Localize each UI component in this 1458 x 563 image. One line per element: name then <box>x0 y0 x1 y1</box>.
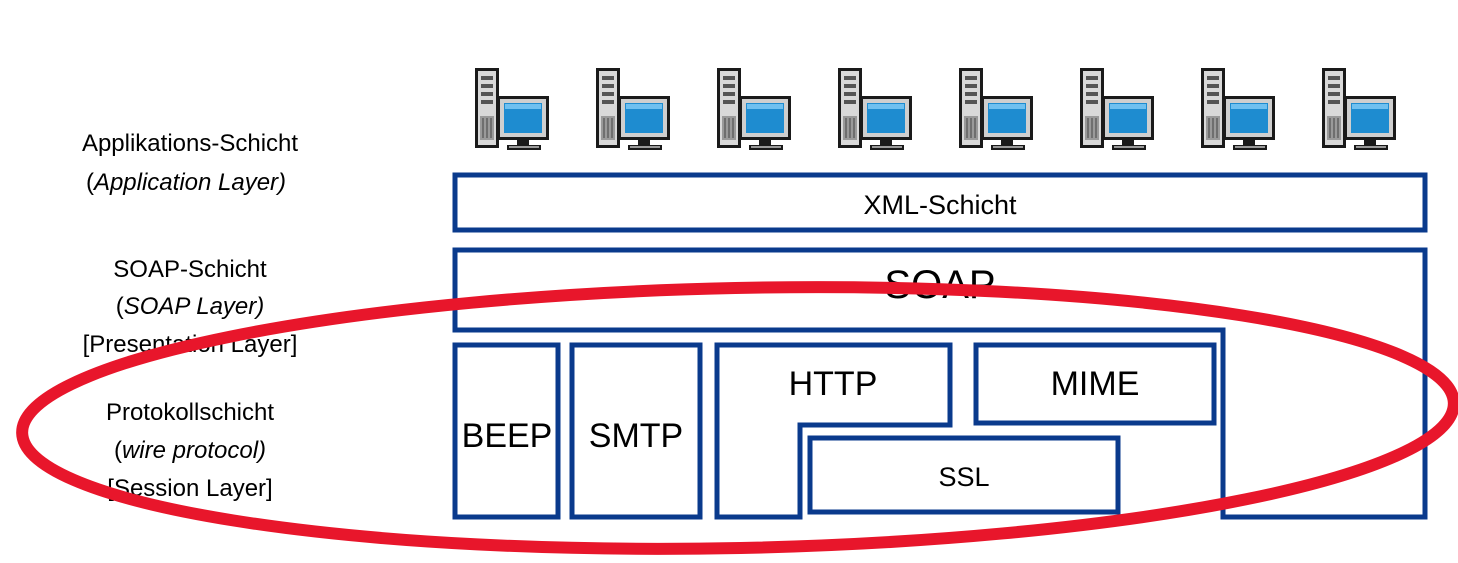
xml-layer-box <box>452 172 1428 233</box>
label-protocol-layer: Protokollschicht <box>106 399 274 426</box>
highlight-ellipse <box>16 281 1458 555</box>
computer-icon <box>475 68 549 150</box>
mime-label: MIME <box>1051 365 1140 403</box>
computer-icons-row <box>475 68 1396 150</box>
smtp-box <box>569 342 703 520</box>
layer-boxes: XML-Schicht SOAP BEEP SMTP HTTP MIME SSL <box>452 172 1428 520</box>
http-label: HTTP <box>789 365 878 403</box>
label-application-layer: Applikations-Schicht <box>82 130 298 157</box>
mime-box <box>973 342 1217 426</box>
ssl-label: SSL <box>938 462 989 492</box>
computer-icon <box>1201 68 1275 150</box>
computer-icon <box>717 68 791 150</box>
xml-layer-label: XML-Schicht <box>863 190 1017 220</box>
left-labels: Applikations-Schicht (Application Layer)… <box>82 130 298 502</box>
ssl-box <box>807 435 1121 515</box>
label-protocol-layer-en: (wire protocol) <box>114 437 266 464</box>
label-application-layer-en: (Application Layer) <box>86 169 286 196</box>
http-box <box>714 342 953 520</box>
smtp-label: SMTP <box>589 417 683 455</box>
label-soap-layer-en: (SOAP Layer) <box>116 293 265 320</box>
computer-icon <box>596 68 670 150</box>
computer-icon <box>1080 68 1154 150</box>
label-soap-layer: SOAP-Schicht <box>113 256 267 283</box>
computer-icon <box>959 68 1033 150</box>
beep-box <box>452 342 561 520</box>
soap-box <box>452 247 1428 520</box>
computer-icon <box>1322 68 1396 150</box>
beep-label: BEEP <box>462 417 553 455</box>
computer-icon <box>838 68 912 150</box>
